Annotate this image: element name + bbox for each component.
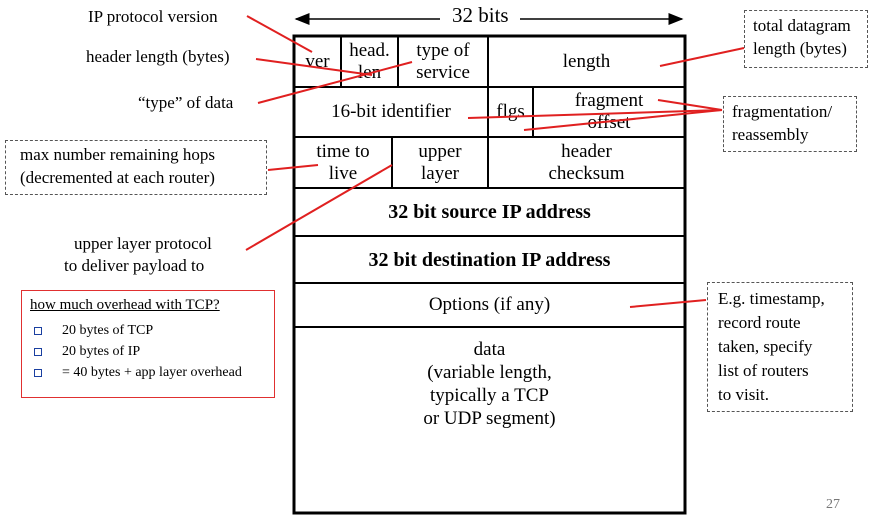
identifier-field: 16-bit identifier	[294, 87, 488, 137]
header-length-label: header length (bytes)	[86, 47, 230, 66]
list-item: 20 bytes of IP	[30, 341, 266, 362]
square-bullet-icon	[34, 347, 42, 356]
list-item: = 40 bytes + app layer overhead	[30, 362, 266, 383]
options-field: Options (if any)	[294, 283, 685, 327]
upper-layer-field: upper layer	[392, 137, 488, 188]
upper-protocol-label-1: upper layer protocol	[74, 234, 212, 253]
square-bullet-icon	[34, 368, 42, 377]
source-address-field: 32 bit source IP address	[294, 188, 685, 236]
options-note-box: E.g. timestamp, record route taken, spec…	[707, 282, 853, 412]
ip-version-label: IP protocol version	[88, 7, 218, 26]
max-hops-box: max number remaining hops (decremented a…	[5, 140, 267, 195]
fragmentation-box: fragmentation/ reassembly	[723, 96, 857, 152]
overhead-box: how much overhead with TCP? 20 bytes of …	[21, 290, 275, 398]
upper-protocol-label-2: to deliver payload to	[64, 256, 205, 275]
destination-address-field: 32 bit destination IP address	[294, 236, 685, 283]
tos-field: type of service	[398, 36, 488, 87]
ttl-field: time to live	[294, 137, 392, 188]
page-number: 27	[826, 497, 840, 512]
checksum-field: header checksum	[488, 137, 685, 188]
type-of-data-label: “type” of data	[138, 93, 234, 112]
width-label: 32 bits	[452, 3, 509, 27]
flags-field: flgs	[488, 87, 533, 137]
ver-field: ver	[294, 36, 341, 87]
total-length-box: total datagram length (bytes)	[744, 10, 868, 68]
list-item: 20 bytes of TCP	[30, 320, 266, 341]
overhead-title: how much overhead with TCP?	[30, 297, 220, 313]
head-len-field: head. len	[341, 36, 398, 87]
length-field: length	[488, 36, 685, 87]
fragment-offset-field: fragment offset	[533, 87, 685, 137]
data-field: data (variable length, typically a TCP o…	[294, 327, 685, 513]
square-bullet-icon	[34, 326, 42, 335]
